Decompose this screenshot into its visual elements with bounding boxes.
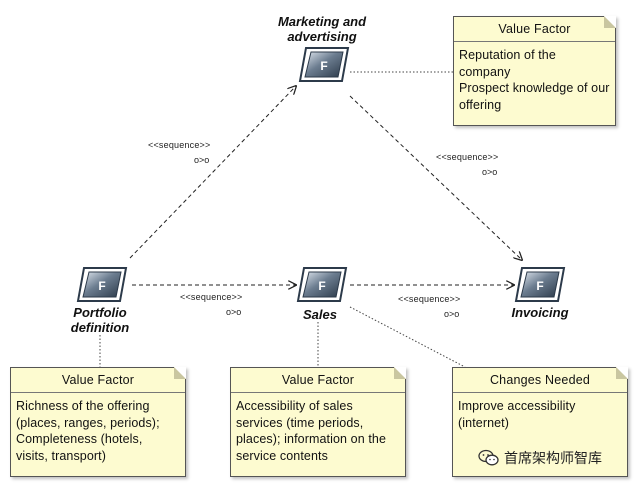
sequence-label-marketing-invoicing: <<sequence>> — [436, 152, 499, 162]
function-glyph-2: F — [318, 279, 325, 293]
note-fold-corner — [604, 16, 616, 28]
flow-marketing-to-invoicing[interactable] — [349, 95, 522, 260]
watermark-text: 首席架构师智库 — [504, 450, 602, 466]
note-title: Value Factor — [231, 368, 405, 393]
connector-sales-changes-note — [349, 306, 466, 368]
function-node-marketing[interactable]: F — [298, 47, 350, 82]
note-title: Value Factor — [454, 17, 615, 42]
wechat-icon — [478, 449, 499, 466]
sequence-label-portfolio-marketing: <<sequence>> — [148, 140, 211, 150]
note-title: Changes Needed — [453, 368, 627, 393]
node-label-marketing: Marketing and advertising — [277, 14, 367, 44]
function-glyph-1: F — [98, 279, 105, 293]
sequence-icon-portfolio-sales: o>o — [226, 307, 242, 317]
note-portfolio-value-factor: Value Factor Richness of the offering (p… — [10, 367, 186, 477]
function-node-invoicing[interactable]: F — [514, 267, 566, 302]
note-body: Improve accessibility (internet) — [458, 399, 576, 430]
flow-portfolio-to-marketing[interactable] — [129, 86, 296, 259]
note-marketing-value-factor: Value Factor Reputation of the company P… — [453, 16, 616, 126]
note-title: Value Factor — [11, 368, 185, 393]
function-glyph-3: F — [536, 279, 543, 293]
sequence-icon-sales-invoicing: o>o — [444, 309, 460, 319]
sequence-icon-portfolio-marketing: o>o — [194, 155, 210, 165]
note-body: Richness of the offering (places, ranges… — [16, 399, 160, 463]
node-label-portfolio: Portfolio definition — [70, 305, 130, 335]
function-node-sales[interactable]: F — [296, 267, 348, 302]
watermark: 首席架构师智库 — [478, 448, 602, 468]
note-fold-corner — [174, 367, 186, 379]
node-label-sales: Sales — [303, 307, 337, 322]
note-body: Reputation of the company Prospect knowl… — [459, 48, 610, 112]
node-label-invoicing: Invoicing — [511, 305, 569, 320]
note-changes-needed: Changes Needed Improve accessibility (in… — [452, 367, 628, 477]
function-node-portfolio[interactable]: F — [76, 267, 128, 302]
note-fold-corner — [616, 367, 628, 379]
function-glyph-0: F — [320, 59, 327, 73]
note-fold-corner — [394, 367, 406, 379]
sequence-label-sales-invoicing: <<sequence>> — [398, 294, 461, 304]
note-body: Accessibility of sales services (time pe… — [236, 399, 387, 463]
note-sales-value-factor: Value Factor Accessibility of sales serv… — [230, 367, 406, 477]
sequence-label-portfolio-sales: <<sequence>> — [180, 292, 243, 302]
sequence-icon-marketing-invoicing: o>o — [482, 167, 498, 177]
